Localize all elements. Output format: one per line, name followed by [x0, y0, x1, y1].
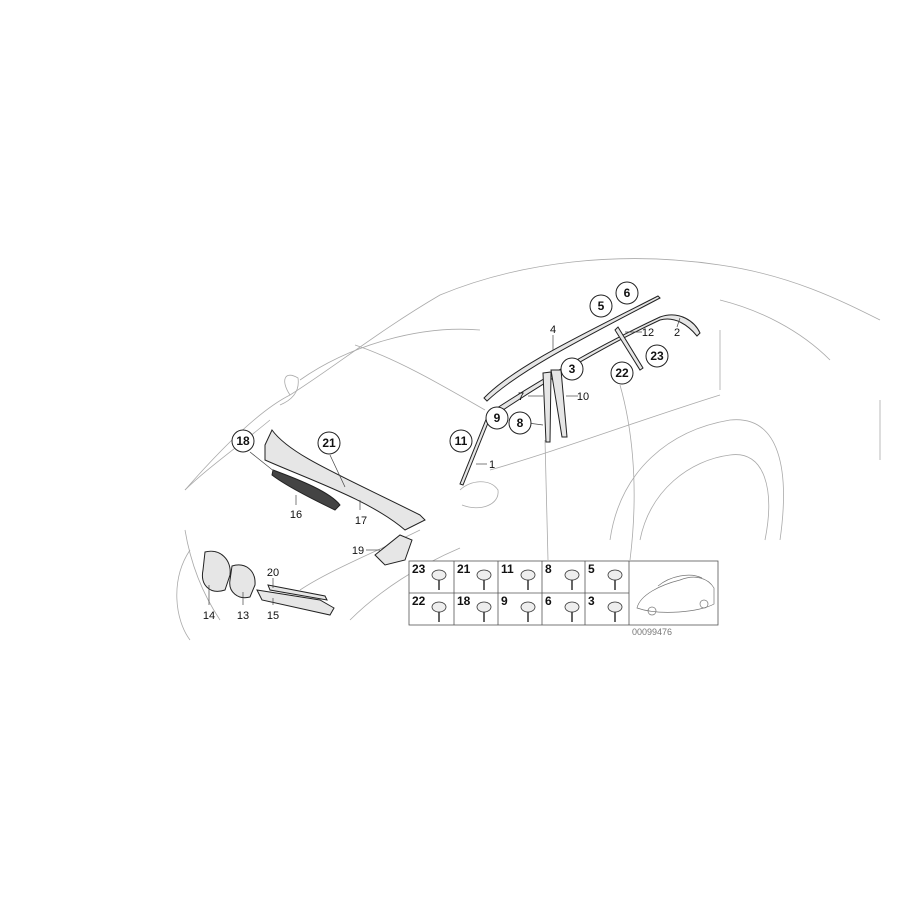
circled-callout-23: 23: [645, 344, 669, 368]
callout-number: 22: [615, 366, 629, 380]
fastener-icon: [564, 601, 580, 613]
circled-callout-21: 21: [317, 431, 341, 455]
callout-20: 20: [267, 567, 279, 579]
callout-16: 16: [290, 509, 302, 521]
callout-19: 19: [352, 545, 364, 557]
callout-number: 18: [236, 434, 250, 448]
legend-number: 22: [412, 594, 426, 608]
callout-number: 11: [455, 434, 468, 448]
fastener-icon: [431, 601, 447, 613]
legend-number: 9: [501, 594, 508, 608]
legend-cell-5: 5: [588, 562, 623, 590]
callout-17: 17: [355, 515, 367, 527]
callout-15: 15: [267, 610, 279, 622]
legend-cell-18: 18: [457, 594, 492, 622]
legend-cell-9: 9: [501, 594, 536, 622]
fastener-icon: [476, 601, 492, 613]
cowl-and-grille-parts: [201, 429, 426, 616]
legend-cell-23: 23: [412, 562, 447, 590]
fastener-icon: [431, 569, 447, 581]
legend-number: 5: [588, 562, 595, 576]
circled-callout-6: 6: [615, 281, 639, 305]
legend-number: 11: [501, 562, 514, 576]
fastener-icon: [564, 569, 580, 581]
callout-number: 23: [650, 349, 664, 363]
legend-number: 21: [457, 562, 471, 576]
callout-number: 21: [322, 436, 336, 450]
callout-7: 7: [518, 391, 524, 403]
circled-callout-3: 3: [560, 357, 584, 381]
circled-callout-22: 22: [610, 361, 634, 385]
callout-10: 10: [577, 391, 589, 403]
legend-cell-21: 21: [457, 562, 492, 590]
car-body-outline: [176, 258, 881, 641]
callout-1: 1: [489, 459, 495, 471]
fastener-icon: [607, 569, 623, 581]
circled-callout-8: 8: [508, 411, 532, 435]
fastener-icon: [520, 569, 536, 581]
legend-number: 18: [457, 594, 471, 608]
callout-number: 3: [569, 362, 576, 376]
legend-number: 6: [545, 594, 552, 608]
callout-13: 13: [237, 610, 249, 622]
legend-cell-11: 11: [501, 562, 536, 590]
fastener-icon: [476, 569, 492, 581]
legend-number: 8: [545, 562, 552, 576]
roof-trim-parts: [459, 295, 701, 486]
fastener-legend-table: 23 21 11 8 5 22 18 9 6 3: [408, 560, 719, 626]
circled-callout-5: 5: [589, 294, 613, 318]
callout-number: 6: [624, 286, 631, 300]
callout-number: 9: [494, 411, 501, 425]
legend-cell-8: 8: [545, 562, 580, 590]
callout-2: 2: [674, 327, 680, 339]
car-thumbnail: [636, 574, 715, 616]
legend-cell-3: 3: [588, 594, 623, 622]
callout-12: 12: [642, 327, 654, 339]
legend-cell-6: 6: [545, 594, 580, 622]
legend-number: 23: [412, 562, 426, 576]
callout-number: 5: [598, 299, 605, 313]
fastener-icon: [520, 601, 536, 613]
circled-callout-9: 9: [485, 406, 509, 430]
legend-cell-22: 22: [412, 594, 447, 622]
part-id-number: 00099476: [632, 627, 672, 637]
fastener-icon: [607, 601, 623, 613]
callout-4: 4: [550, 324, 556, 336]
circled-callout-18: 18: [231, 429, 255, 453]
legend-number: 3: [588, 594, 595, 608]
circled-callout-11: 11: [449, 429, 473, 453]
callout-number: 8: [517, 416, 524, 430]
callout-14: 14: [203, 610, 215, 622]
